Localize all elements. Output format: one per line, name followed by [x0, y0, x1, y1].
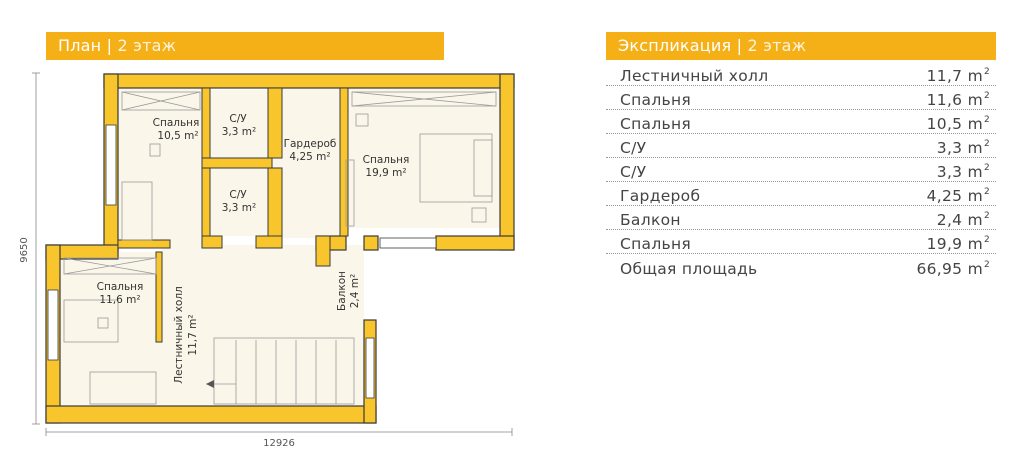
room-label-name: Гардероб — [284, 138, 337, 150]
room-label-area: 11,6 m² — [99, 294, 140, 306]
row-value: 19,9 m2 — [926, 235, 990, 253]
room-label-name: Спальня — [153, 117, 200, 129]
row-label: Общая площадь — [620, 260, 758, 278]
room-label-area: 3,3 m² — [222, 126, 256, 138]
room-label-area: 10,5 m² — [157, 130, 198, 142]
explication-row: Гардероб 4,25 m2 — [606, 182, 996, 206]
row-label: Балкон — [620, 211, 681, 229]
explication-row: Спальня 10,5 m2 — [606, 110, 996, 134]
dimension-height: 9650 — [19, 237, 30, 262]
room-label-name: Лестничный холл — [173, 286, 185, 384]
row-value: 4,25 m2 — [926, 187, 990, 205]
row-value: 11,7 m2 — [926, 67, 990, 85]
explication-row: Балкон 2,4 m2 — [606, 206, 996, 230]
row-value: 2,4 m2 — [936, 211, 990, 229]
plan-title: План — [58, 36, 102, 55]
interior-walls — [117, 87, 349, 343]
dimension-width: 12926 — [263, 438, 295, 449]
row-label: Спальня — [620, 235, 692, 253]
room-label-name: Спальня — [363, 154, 410, 166]
room-label-name: С/У — [229, 189, 247, 201]
row-value: 66,95 m2 — [916, 260, 990, 278]
room-label-area: 19,9 m² — [365, 167, 406, 179]
row-label: Спальня — [620, 91, 692, 109]
explication-header: Экспликация | 2 этаж — [606, 32, 996, 60]
explication-total-row: Общая площадь 66,95 m2 — [606, 254, 996, 278]
explication-row: С/У 3,3 m2 — [606, 134, 996, 158]
furniture — [63, 91, 497, 405]
room-label-area: 3,3 m² — [222, 202, 256, 214]
row-label: Лестничный холл — [620, 67, 769, 85]
dimension-lines — [32, 72, 513, 436]
row-label: С/У — [620, 163, 647, 181]
explication-title: Экспликация — [618, 36, 732, 55]
room-label-name: Спальня — [97, 281, 144, 293]
explication-header-separator: | — [736, 36, 743, 55]
row-label: Гардероб — [620, 187, 701, 205]
windows — [47, 124, 437, 399]
room-label-name: С/У — [229, 113, 247, 125]
row-value: 3,3 m2 — [936, 139, 990, 157]
row-value: 11,6 m2 — [926, 91, 990, 109]
row-value: 3,3 m2 — [936, 163, 990, 181]
explication-table: Лестничный холл 11,7 m2 Спальня 11,6 m2 Сп… — [606, 62, 996, 278]
room-label-area: 4,25 m² — [289, 151, 330, 163]
row-label: Спальня — [620, 115, 692, 133]
explication-row: Лестничный холл 11,7 m2 — [606, 62, 996, 86]
explication-subtitle: 2 этаж — [747, 36, 807, 55]
plan-subtitle: 2 этаж — [117, 36, 177, 55]
explication-row: Спальня 11,6 m2 — [606, 86, 996, 110]
explication-row: С/У 3,3 m2 — [606, 158, 996, 182]
plan-header: План | 2 этаж — [46, 32, 444, 60]
room-labels: Спальня 10,5 m² С/У 3,3 m² Гардероб 4,25… — [97, 113, 410, 384]
row-label: С/У — [620, 139, 647, 157]
explication-row: Спальня 19,9 m2 — [606, 230, 996, 254]
room-label-area: 11,7 m² — [187, 314, 199, 355]
row-value: 10,5 m2 — [926, 115, 990, 133]
plan-header-separator: | — [106, 36, 113, 55]
room-label-area: 2,4 m² — [349, 274, 361, 308]
room-label-name: Балкон — [336, 271, 348, 311]
